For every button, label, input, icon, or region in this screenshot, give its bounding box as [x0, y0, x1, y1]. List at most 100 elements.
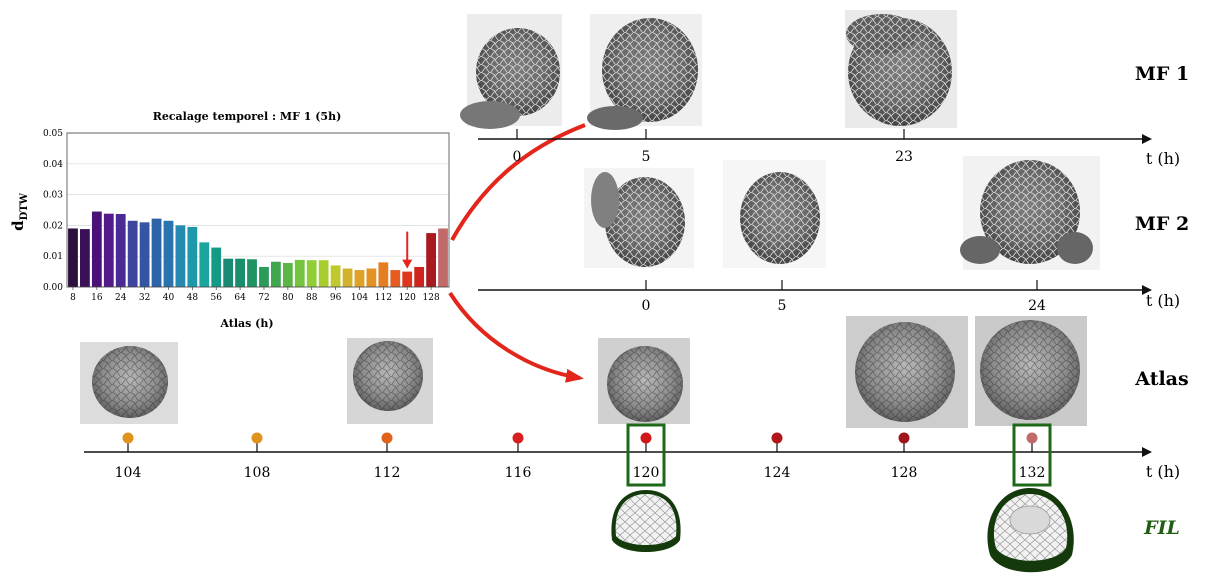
timeline-tick-label: 0	[513, 149, 522, 165]
atlas-match-box	[1012, 423, 1052, 487]
chart-x-tick-label: 24	[115, 293, 127, 303]
chart-x-tick-label: 56	[210, 293, 222, 303]
timeline-tick-label: 0	[642, 298, 651, 314]
chart-bar	[80, 229, 90, 287]
chart-bar	[426, 233, 436, 287]
atlas-tick-dot	[381, 432, 393, 444]
timeline-tick-label: 24	[1028, 298, 1046, 314]
chart-x-tick-label: 88	[306, 293, 318, 303]
chart-bar	[127, 220, 138, 287]
chart-bar	[318, 260, 329, 287]
atlas-axis-label: t (h)	[1146, 462, 1180, 481]
chart-x-tick-label: 8	[70, 293, 76, 303]
chart-x-tick-label: 48	[187, 293, 199, 303]
chart-bar	[259, 266, 269, 287]
chart-bar	[175, 225, 186, 287]
chart-bar	[103, 213, 114, 287]
timeline-tick-label: 5	[642, 149, 651, 165]
svg-text:dDTW: dDTW	[9, 192, 30, 231]
chart-bar	[163, 220, 174, 287]
timeline-tick-label: 5	[778, 298, 787, 314]
chart-bar	[199, 242, 210, 287]
atlas-image-120	[598, 338, 690, 424]
chart-y-tick-label: 0.05	[43, 129, 63, 139]
chart-match-arrowhead	[402, 259, 413, 269]
mf2-axis-label: t (h)	[1146, 291, 1180, 310]
atlas-tick-label: 112	[374, 465, 401, 481]
atlas-tick-dot	[898, 432, 910, 444]
chart-x-tick-label: 64	[234, 293, 246, 303]
atlas-image-128	[846, 316, 968, 428]
atlas-tick-label: 104	[115, 465, 142, 481]
chart-x-tick-label: 96	[330, 293, 342, 303]
chart-bars	[68, 211, 448, 287]
chart-bar	[378, 262, 389, 287]
chart-bar	[271, 261, 281, 287]
chart-bar	[282, 262, 293, 287]
chart-bar	[342, 268, 353, 287]
chart-bar	[139, 222, 150, 287]
timeline-tick-label: 23	[895, 149, 913, 165]
chart-x-tick-label: 120	[399, 293, 416, 303]
mf1-image-0	[460, 14, 562, 129]
chart-bar	[330, 265, 341, 287]
atlas-tick-dot	[122, 432, 134, 444]
chart-bar	[91, 211, 102, 287]
y-label-main: d	[9, 220, 27, 231]
chart-title: Recalage temporel : MF 1 (5h)	[153, 110, 342, 123]
chart-y-tick-label: 0.03	[43, 191, 63, 201]
dtw-bar-chart: Recalage temporel : MF 1 (5h) 0.00 0.01 0.…	[9, 110, 450, 330]
chart-frame	[66, 132, 450, 288]
chart-bar	[306, 260, 317, 287]
chart-bar	[390, 270, 401, 287]
chart-y-label: dDTW	[9, 192, 30, 231]
chart-bar	[294, 259, 305, 287]
chart-bar	[115, 214, 126, 287]
atlas-tick-label: 108	[244, 465, 271, 481]
fil-render-120	[611, 490, 681, 552]
atlas-tick-label: 128	[891, 465, 918, 481]
chart-x-tick-label: 112	[375, 293, 392, 303]
chart-y-tick-label: 0.04	[43, 160, 63, 170]
chart-x-tick-label: 16	[91, 293, 103, 303]
mf2-image-24	[960, 156, 1100, 270]
chart-y-tick-label: 0.02	[43, 221, 63, 231]
chart-bar	[223, 258, 234, 287]
atlas-image-112	[347, 338, 433, 424]
chart-bar	[354, 270, 365, 287]
atlas-tick-label: 116	[505, 465, 532, 481]
chart-x-tick-label: 80	[282, 293, 294, 303]
mf1-ticks: 0 5 23	[513, 129, 913, 165]
chart-bar	[68, 228, 78, 287]
atlas-tick-dot	[251, 432, 263, 444]
atlas-tick-label: 132	[1019, 465, 1046, 481]
chart-bar	[235, 258, 245, 287]
mf1-image-23	[845, 10, 957, 128]
match-arrow-to-mf1	[450, 123, 586, 241]
mf2-image-5	[723, 160, 826, 268]
fil-render-132	[987, 488, 1074, 573]
mf2-image-0	[584, 168, 694, 268]
atlas-image-104	[80, 342, 178, 424]
atlas-tick-dot	[771, 432, 783, 444]
chart-bar	[438, 228, 448, 287]
atlas-match-box	[626, 423, 666, 487]
chart-bar	[366, 268, 377, 287]
chart-x-label: Atlas (h)	[219, 317, 273, 330]
chart-y-tick-label: 0.00	[43, 283, 63, 293]
chart-bar	[211, 247, 222, 287]
chart-bar	[187, 226, 198, 287]
chart-y-tick-label: 0.01	[43, 252, 63, 262]
atlas-row-label: Atlas	[1134, 368, 1188, 390]
chart-bar	[151, 218, 162, 287]
fil-row-label: FIL	[1143, 517, 1180, 539]
atlas-tick-label: 124	[764, 465, 791, 481]
match-arrow-to-atlas	[448, 291, 584, 383]
mf1-image-5	[587, 14, 702, 130]
chart-x-tick-label: 104	[351, 293, 368, 303]
chart-x-tick-label: 72	[258, 293, 269, 303]
